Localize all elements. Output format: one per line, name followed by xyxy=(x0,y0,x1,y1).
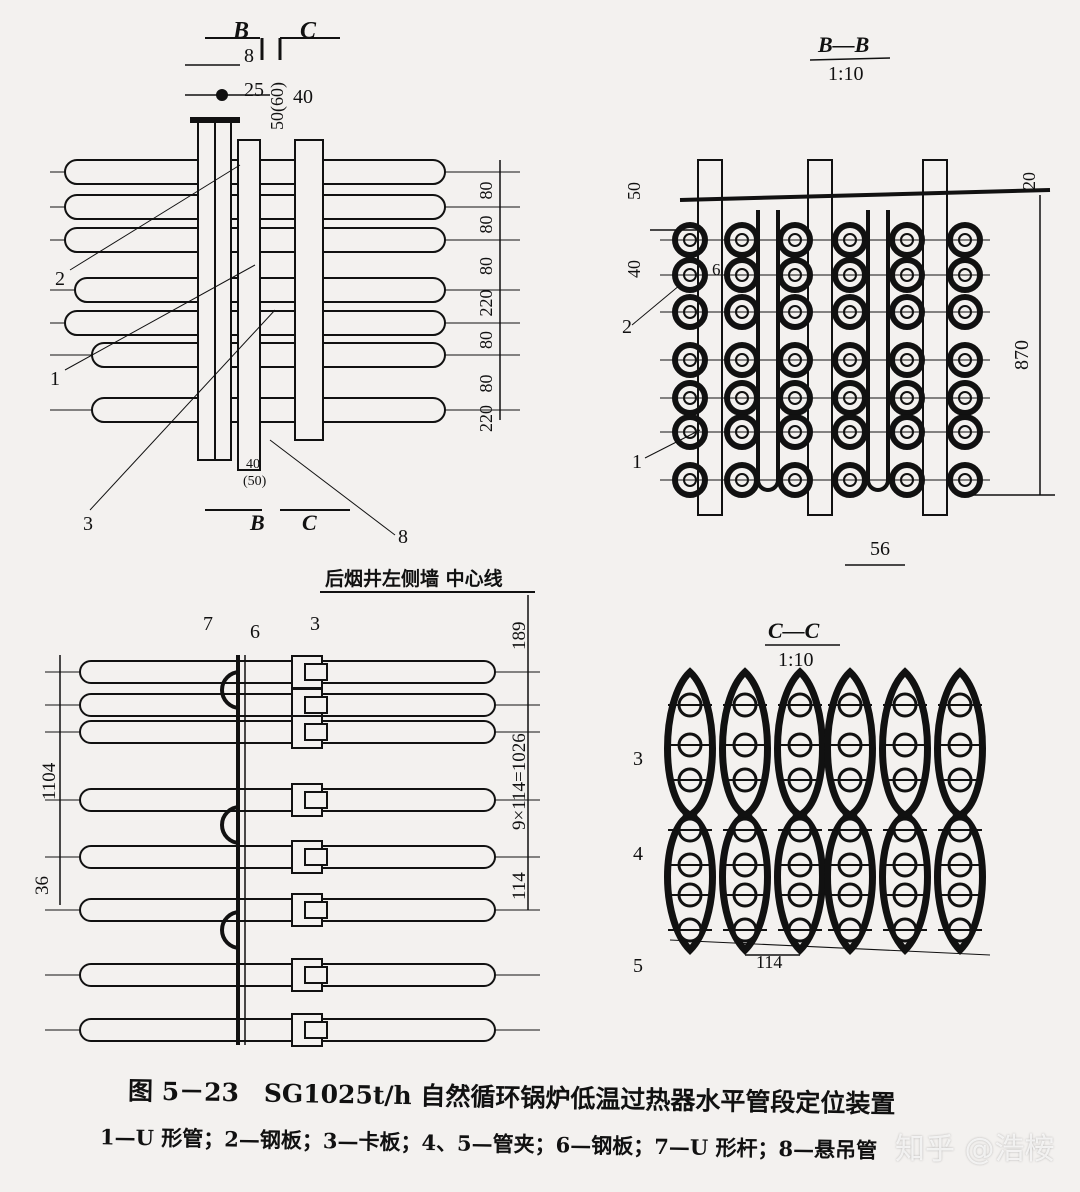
section-b-label: B xyxy=(232,18,249,44)
bb-dim-6: 6 xyxy=(712,260,721,279)
section-c-label-bottom: C xyxy=(302,510,317,535)
tube-clamp xyxy=(879,667,931,955)
dim-right-2: 80 xyxy=(476,257,496,275)
clamp-tab xyxy=(304,901,328,919)
dim-25: 25 xyxy=(244,79,264,101)
horizontal-pipe xyxy=(79,720,496,744)
horizontal-pipe xyxy=(79,845,496,869)
horizontal-pipe xyxy=(79,693,496,717)
horizontal-pipe xyxy=(79,898,496,922)
leader-line xyxy=(644,429,701,459)
section-c-label: C xyxy=(300,18,317,44)
title-underline xyxy=(809,57,891,61)
plan-callout-6: 6 xyxy=(250,621,260,643)
tube-clamp xyxy=(824,667,876,955)
section-b-label-bottom: B xyxy=(249,510,265,535)
elevation-view xyxy=(50,37,520,536)
bb-dim-20: 20 xyxy=(1019,172,1039,190)
bb-dim-56: 56 xyxy=(870,538,890,560)
dim-right-6: 220 xyxy=(476,405,496,432)
plan-dim-1104: 1104 xyxy=(39,762,60,800)
cc-title: C—C xyxy=(768,618,820,643)
clamp-tab xyxy=(304,723,328,741)
vertical-plate xyxy=(237,139,261,471)
u-rod-7 xyxy=(220,805,241,845)
callout-1: 1 xyxy=(50,368,60,390)
u-rod-7 xyxy=(220,670,241,710)
horizontal-pipe xyxy=(79,1018,496,1042)
vertical-plate xyxy=(294,139,324,441)
dim-right-5: 80 xyxy=(476,375,496,393)
wall-centerline-header: 后烟井左侧墙 中心线 xyxy=(325,567,503,590)
tube-clamp xyxy=(774,667,826,955)
tube-clamp xyxy=(664,667,716,955)
horizontal-pipe xyxy=(91,342,446,368)
horizontal-pipe xyxy=(79,963,496,987)
bb-dim-40: 40 xyxy=(624,260,644,278)
section-bb-view xyxy=(631,57,1055,566)
dim-right-3: 220 xyxy=(476,290,496,317)
dim-40-bottom: 40 xyxy=(246,457,260,472)
horizontal-pipe xyxy=(91,397,446,423)
top-plate xyxy=(679,188,1051,202)
u-tube xyxy=(866,210,890,492)
callout-8: 8 xyxy=(398,526,408,548)
leader-line xyxy=(64,264,256,371)
bottom-line xyxy=(669,939,991,956)
watermark: 知乎 @浩桉 xyxy=(895,1132,1055,1167)
u-rod-7 xyxy=(220,910,241,950)
clamp-tab xyxy=(304,966,328,984)
clamp-tab xyxy=(304,663,328,681)
leader-line xyxy=(89,309,276,511)
clamp-tab xyxy=(304,848,328,866)
dim-right-4: 80 xyxy=(476,331,496,349)
bb-dim-870: 870 xyxy=(1011,340,1033,370)
bb-callout-2: 2 xyxy=(622,316,632,338)
plan-callout-3: 3 xyxy=(310,613,320,635)
u-tube xyxy=(756,210,780,492)
dim-50-bottom: (50) xyxy=(243,474,267,489)
clamp-tab xyxy=(304,1021,328,1039)
tube-clamp xyxy=(934,667,986,955)
dim-right-1: 80 xyxy=(476,216,496,234)
plan-dim-36: 36 xyxy=(32,876,53,895)
hanger-tube xyxy=(807,159,833,516)
bb-dim-50: 50 xyxy=(624,182,644,200)
vertical-plate xyxy=(197,119,217,461)
plan-dim-1026: 9×114=1026 xyxy=(509,733,530,830)
dim-8: 8 xyxy=(244,45,254,67)
bb-callout-1: 1 xyxy=(632,451,642,473)
plan-dim-114: 114 xyxy=(509,872,530,900)
section-cc-view xyxy=(664,644,991,956)
leader-line xyxy=(631,284,681,326)
plan-view xyxy=(45,591,540,1047)
vertical-plate xyxy=(214,119,232,461)
cc-dim-114: 114 xyxy=(756,952,782,972)
horizontal-pipe xyxy=(79,660,496,684)
cc-callout-4: 4 xyxy=(633,843,643,865)
plan-dim-189: 189 xyxy=(509,622,530,651)
dim-right-0: 80 xyxy=(476,182,496,200)
callout-2: 2 xyxy=(55,268,65,290)
hanger-tube xyxy=(922,159,948,516)
horizontal-pipe xyxy=(79,788,496,812)
bb-title: B—B xyxy=(817,32,869,57)
clamp-tab xyxy=(304,696,328,714)
hanger-tube xyxy=(697,159,723,516)
dim-node xyxy=(216,89,228,101)
bb-scale: 1:10 xyxy=(828,63,864,85)
callout-3: 3 xyxy=(83,513,93,535)
dim-40-top: 40 xyxy=(293,86,313,108)
leader-line xyxy=(269,439,396,536)
cc-scale: 1:10 xyxy=(778,649,814,671)
plan-callout-7: 7 xyxy=(203,613,213,635)
cc-callout-3: 3 xyxy=(633,748,643,770)
cc-callout-5: 5 xyxy=(633,955,643,977)
tube-clamp xyxy=(719,667,771,955)
dim-50-60: 50(60) xyxy=(267,82,288,130)
clamp-tab xyxy=(304,791,328,809)
leader-line xyxy=(69,164,241,271)
